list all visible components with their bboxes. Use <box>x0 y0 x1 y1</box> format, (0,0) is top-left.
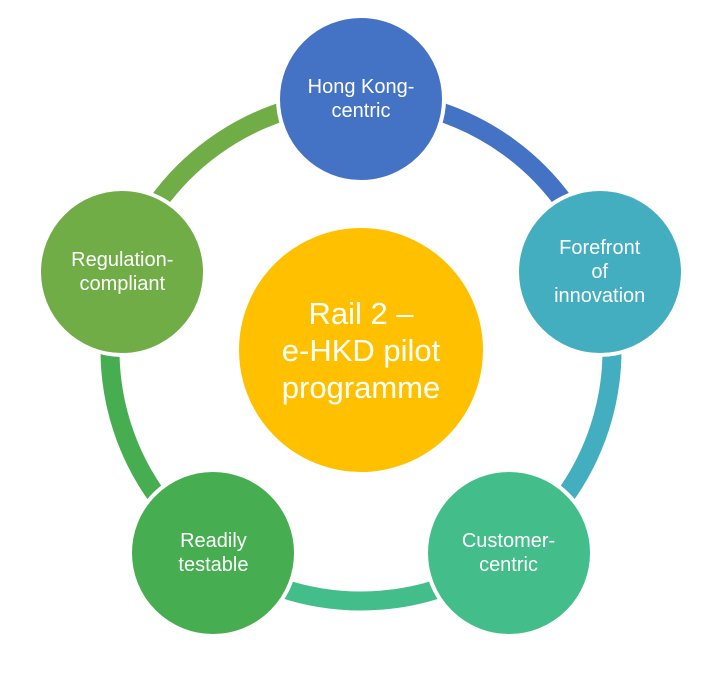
node-label: Forefront of innovation <box>554 237 646 308</box>
node-hong-kong-centric: Hong Kong- centric <box>276 14 446 184</box>
node-label: Regulation- compliant <box>71 249 174 296</box>
node-customer-centric: Customer- centric <box>423 468 594 639</box>
center-circle: Rail 2 – e-HKD pilot programme <box>235 224 487 476</box>
node-label: Customer- centric <box>461 530 556 577</box>
node-label: Hong Kong- centric <box>307 76 415 122</box>
node-forefront-of-innovation: Forefront of innovation <box>514 187 685 358</box>
node-label: Readily testable <box>178 530 249 577</box>
node-regulation-compliant: Regulation- compliant <box>37 187 208 358</box>
node-readily-testable: Readily testable <box>128 468 299 639</box>
center-label: Rail 2 – e-HKD pilot programme <box>281 295 441 405</box>
